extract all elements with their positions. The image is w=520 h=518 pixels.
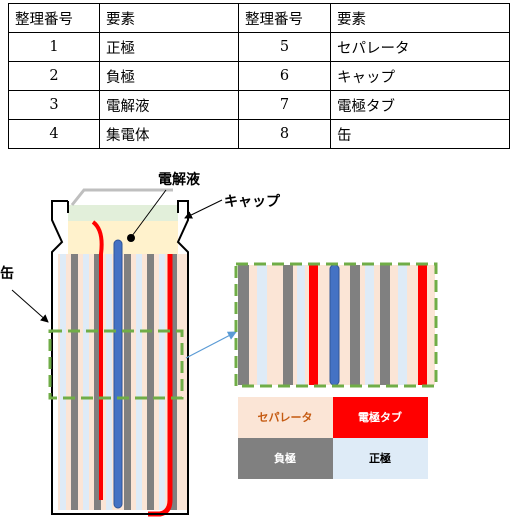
negative-layer xyxy=(147,254,154,510)
table-cell: 6 xyxy=(238,61,331,91)
negative-layer xyxy=(71,254,78,510)
zoom-positive xyxy=(297,265,305,385)
cap-lead xyxy=(70,188,173,206)
legend-positive-label: 正極 xyxy=(369,451,391,465)
parts-table: 整理番号 要素 整理番号 要素 1 正極 5 セパレータ 2 負極 6 キャップ… xyxy=(8,3,510,149)
header-cell: 要素 xyxy=(99,3,239,33)
table-cell: 7 xyxy=(238,90,331,120)
electrode-stack xyxy=(58,254,188,510)
cap-leader xyxy=(184,199,223,219)
legend-separator-label: セパレータ xyxy=(258,411,313,424)
negative-layer xyxy=(94,254,101,510)
table-cell: セパレータ xyxy=(330,32,510,62)
zoom-negative xyxy=(380,265,390,385)
table-cell: 集電体 xyxy=(99,119,239,149)
electrode-tab xyxy=(91,220,104,500)
zoom-view xyxy=(234,262,438,388)
table-cell: 4 xyxy=(8,119,100,149)
legend-tab-swatch xyxy=(333,397,428,438)
positive-layer xyxy=(159,254,165,510)
positive-layer xyxy=(60,254,66,510)
legend-negative-swatch xyxy=(238,438,333,479)
header-cell: 要素 xyxy=(330,3,510,33)
table-row: 3 電解液 7 電極タブ xyxy=(8,90,510,120)
electrolyte-label: 電解液 xyxy=(158,171,201,188)
legend-negative-label: 負極 xyxy=(274,451,296,465)
electrolyte-leader xyxy=(131,189,167,237)
negative-layer xyxy=(124,254,131,510)
can-label: 缶 xyxy=(0,265,14,282)
zoom-positive xyxy=(365,265,374,385)
zoom-positive xyxy=(257,265,267,385)
legend: セパレータ 電極タブ 負極 正極 xyxy=(238,397,428,479)
zoom-tab xyxy=(418,265,427,385)
zoom-negative xyxy=(350,265,360,385)
zoom-frame xyxy=(234,262,438,388)
separator-layer xyxy=(58,254,188,510)
current-collector xyxy=(113,239,123,509)
zoom-negative xyxy=(238,265,249,385)
zoom-arrow xyxy=(185,331,237,359)
zoom-selection xyxy=(48,329,184,400)
table-cell: キャップ xyxy=(330,61,510,91)
legend-positive-swatch xyxy=(333,438,428,479)
zoom-positive xyxy=(398,265,407,385)
table-cell: 5 xyxy=(238,32,331,62)
zoom-tab xyxy=(309,265,318,385)
electrolyte-region xyxy=(68,220,178,254)
legend-tab-label: 電極タブ xyxy=(358,410,402,424)
positive-layer xyxy=(136,254,142,510)
zoom-collector xyxy=(329,264,340,386)
battery-can xyxy=(51,200,189,515)
table-cell: 缶 xyxy=(330,119,510,149)
negative-layer xyxy=(170,254,177,510)
zoom-negative xyxy=(283,265,293,385)
cap xyxy=(68,205,178,221)
table-header-row: 整理番号 要素 整理番号 要素 xyxy=(8,3,510,33)
positive-layer xyxy=(83,254,89,510)
table-row: 1 正極 5 セパレータ xyxy=(8,32,510,62)
electrolyte-dot xyxy=(127,234,135,242)
table-cell: 8 xyxy=(238,119,331,149)
cap-label: キャップ xyxy=(224,194,281,210)
table-cell: 3 xyxy=(8,90,100,120)
header-cell: 整理番号 xyxy=(8,3,100,33)
table-row: 2 負極 6 キャップ xyxy=(8,61,510,91)
table-row: 4 集電体 8 缶 xyxy=(8,119,510,149)
positive-layer xyxy=(106,254,112,510)
can-leader xyxy=(11,289,49,323)
legend-separator-swatch xyxy=(238,397,333,438)
